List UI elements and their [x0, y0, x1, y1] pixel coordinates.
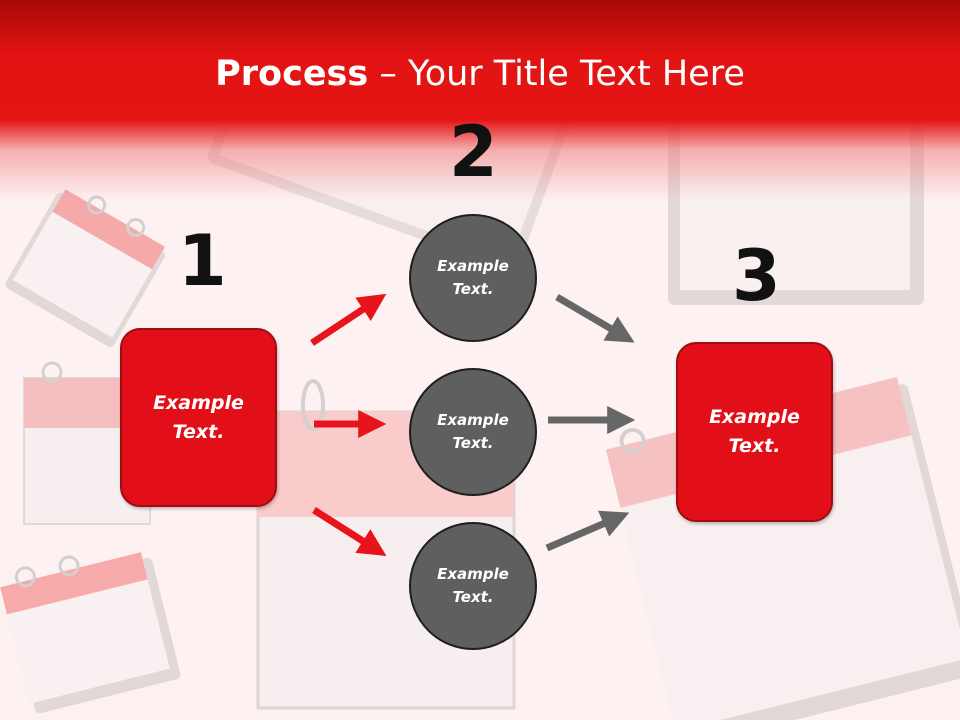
step-3-text-line1: Example — [709, 406, 800, 428]
circle-3-line1: Example — [437, 565, 509, 583]
step-3-box: Example Text. — [676, 342, 833, 522]
circle-2-line2: Text. — [452, 434, 494, 452]
circle-3-line2: Text. — [452, 588, 494, 606]
step-3-text-line2: Text. — [728, 435, 781, 457]
red-arrow-up-icon — [310, 293, 387, 346]
step-number-1: 1 — [178, 220, 227, 302]
gray-arrow-up-icon — [545, 510, 630, 552]
circle-1-line2: Text. — [452, 280, 494, 298]
step-1-text-line1: Example — [153, 391, 244, 414]
step-1-box: Example Text. — [120, 328, 277, 507]
circle-1-line1: Example — [437, 257, 509, 275]
slide-title: Process – Your Title Text Here — [0, 50, 960, 98]
step-2-circle-middle: Example Text. — [409, 368, 537, 496]
gray-arrow-down-icon — [555, 293, 635, 343]
step-2-circle-bottom: Example Text. — [409, 522, 537, 650]
step-number-3: 3 — [732, 235, 781, 317]
header-band — [0, 0, 960, 200]
step-2-circle-top: Example Text. — [409, 214, 537, 342]
circle-2-line1: Example — [437, 411, 509, 429]
step-number-2: 2 — [449, 111, 498, 193]
red-arrow-down-icon — [312, 507, 387, 557]
title-bold-word: Process — [215, 54, 369, 94]
title-rest: – Your Title Text Here — [368, 54, 745, 94]
step-1-text-line2: Text. — [172, 420, 225, 443]
